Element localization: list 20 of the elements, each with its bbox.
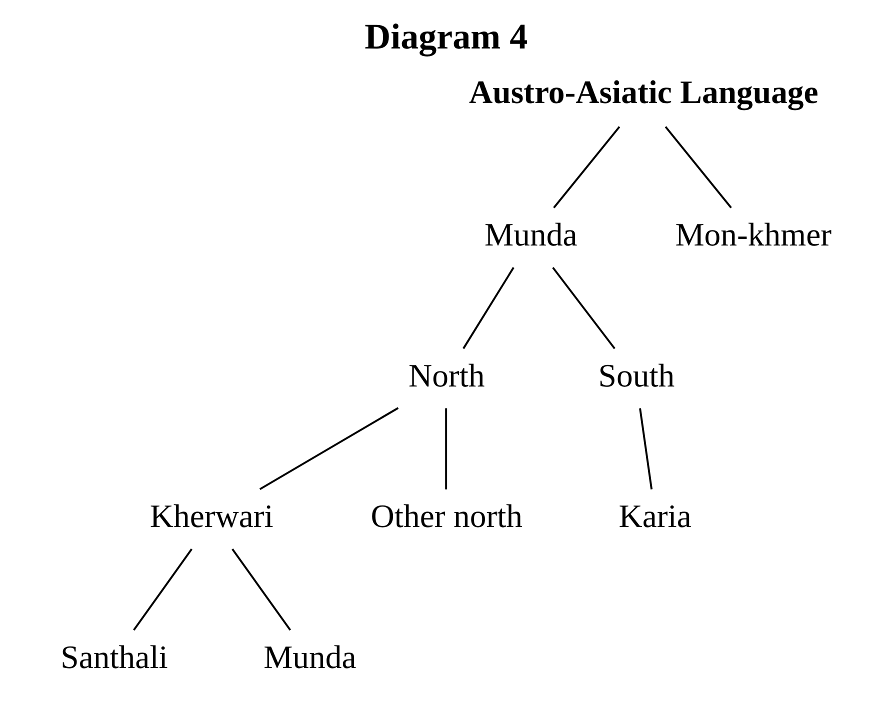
- connector: [462, 267, 514, 350]
- connector: [259, 407, 399, 490]
- connector: [232, 548, 292, 631]
- node-text: North: [408, 358, 485, 394]
- node-text: Munda: [484, 218, 578, 254]
- node-text: Karia: [618, 499, 692, 536]
- node-text: Mon-khmer: [675, 218, 832, 254]
- diagram-title: Diagram 4: [364, 16, 528, 57]
- node-text: Other north: [370, 499, 523, 536]
- connector: [664, 126, 732, 208]
- connector: [553, 126, 620, 208]
- connector: [639, 408, 653, 490]
- node-text: Munda: [264, 640, 356, 676]
- connector: [445, 408, 448, 490]
- node-text: South: [598, 358, 675, 394]
- node-text: Austro-Asiatic Language: [469, 75, 818, 112]
- connector: [552, 266, 616, 350]
- node-text: Santhali: [60, 640, 168, 676]
- node-text: Kherwari: [150, 499, 274, 536]
- connector: [133, 548, 192, 631]
